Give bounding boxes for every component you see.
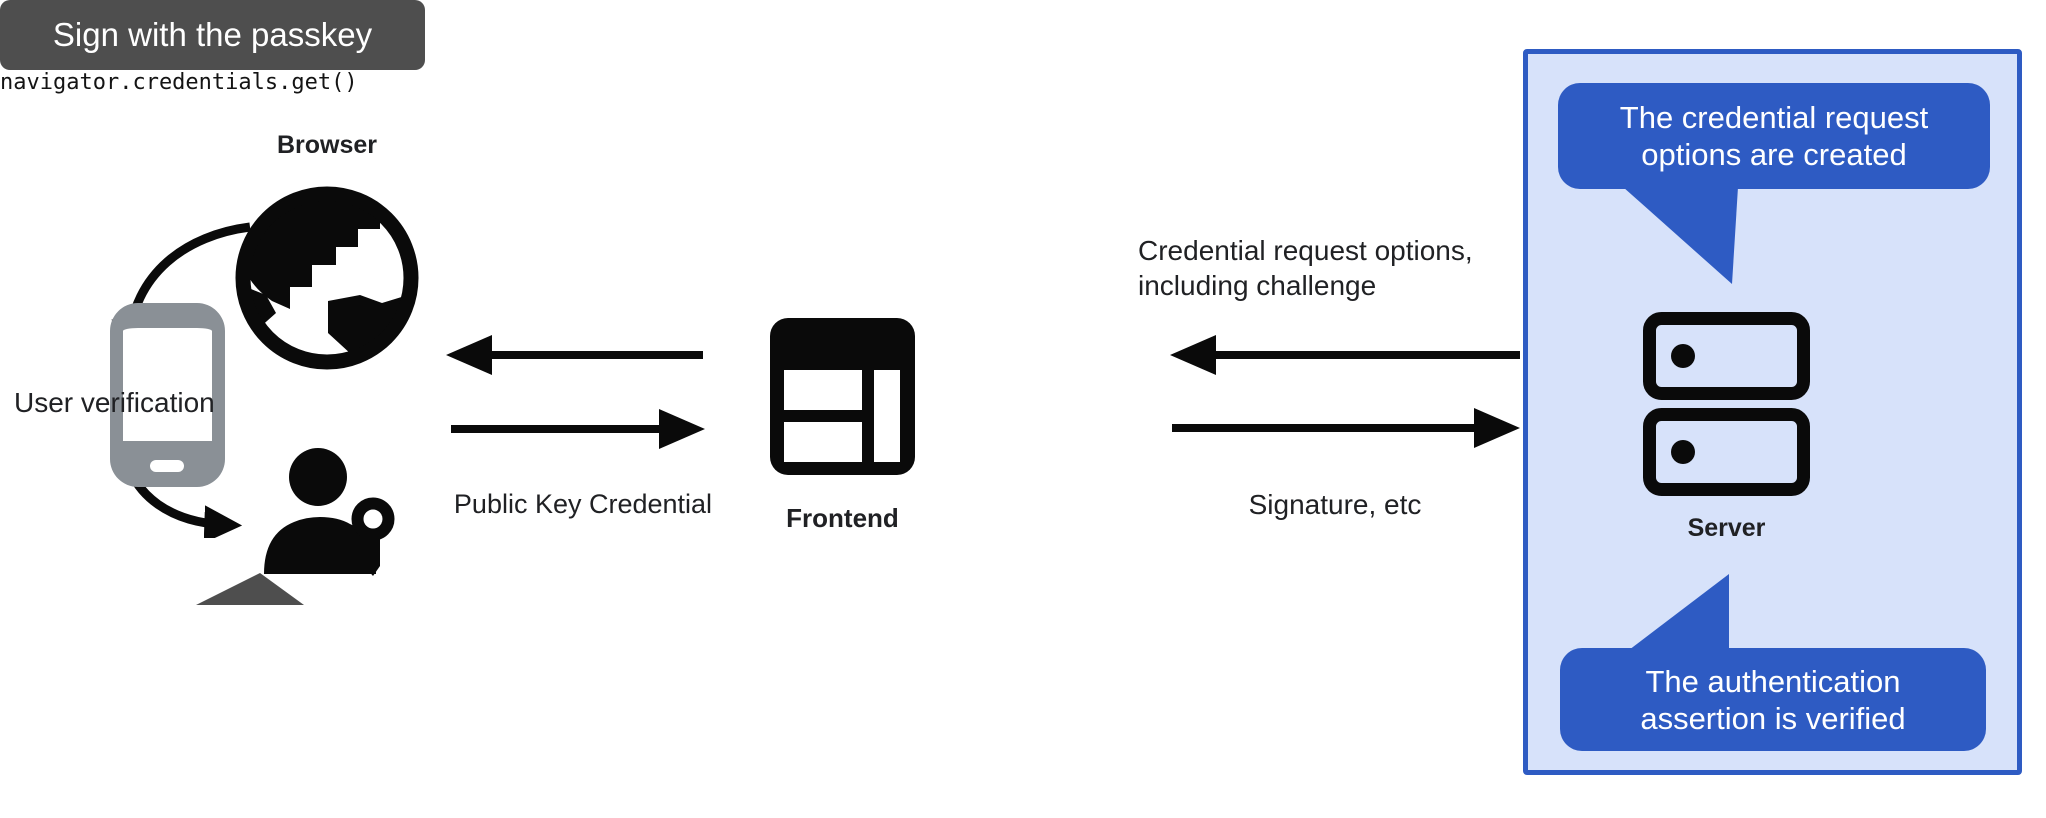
user-body (264, 517, 376, 574)
callout-request-created-line2: options are created (1641, 137, 1907, 172)
arrow-server-to-frontend-head (1170, 335, 1216, 375)
arrow-frontend-to-server-line (1172, 424, 1476, 432)
frontend-label: Frontend (786, 503, 899, 533)
globe-icon (235, 186, 419, 370)
credential-request-label: Credential request options, including ch… (1138, 233, 1473, 303)
arrow-browser-to-frontend-line (451, 425, 661, 433)
server-icon (1643, 312, 1810, 496)
callout-assertion-verified-line2: assertion is verified (1640, 700, 1906, 736)
passkey-tooltip-text: Sign with the passkey (52, 16, 373, 53)
browser-window-icon (770, 318, 915, 475)
tooltip-pointer (196, 573, 304, 605)
server-label: Server (1687, 514, 1766, 542)
user-head (289, 448, 347, 506)
user-passkey-icon (264, 448, 395, 576)
arrow-server-to-frontend-line (1214, 351, 1520, 359)
callout-request-created: The credential request options are creat… (1558, 83, 1990, 189)
callout-assertion-verified: The authentication assertion is verified (1560, 648, 1986, 751)
smartphone-icon (110, 303, 225, 487)
browser-label: Browser (276, 131, 378, 159)
arrow-frontend-to-browser-head (446, 335, 492, 375)
public-key-credential-label: Public Key Credential (453, 489, 713, 519)
credential-request-line1: Credential request options, (1138, 235, 1473, 266)
arrow-frontend-to-server-head (1474, 408, 1520, 448)
credential-request-line2: including challenge (1138, 270, 1377, 301)
phone-home-bar (150, 460, 184, 472)
arrow-frontend-to-browser-line (488, 351, 703, 359)
user-verification-label: User verification (14, 387, 215, 418)
callout-request-created-line1: The credential request (1619, 100, 1929, 135)
callout-assertion-verified-line1: The authentication (1645, 663, 1901, 699)
callout-top-tail (1623, 187, 1738, 284)
key-ring (351, 497, 395, 541)
navigator-call-label: navigator.credentials.get() (0, 70, 358, 95)
key-shaft (356, 534, 380, 576)
signature-label: Signature, etc (1248, 489, 1422, 520)
passkey-tooltip: Sign with the passkey (0, 0, 425, 70)
callout-bottom-tail (1629, 574, 1729, 650)
arrow-browser-to-frontend-head (659, 409, 705, 449)
